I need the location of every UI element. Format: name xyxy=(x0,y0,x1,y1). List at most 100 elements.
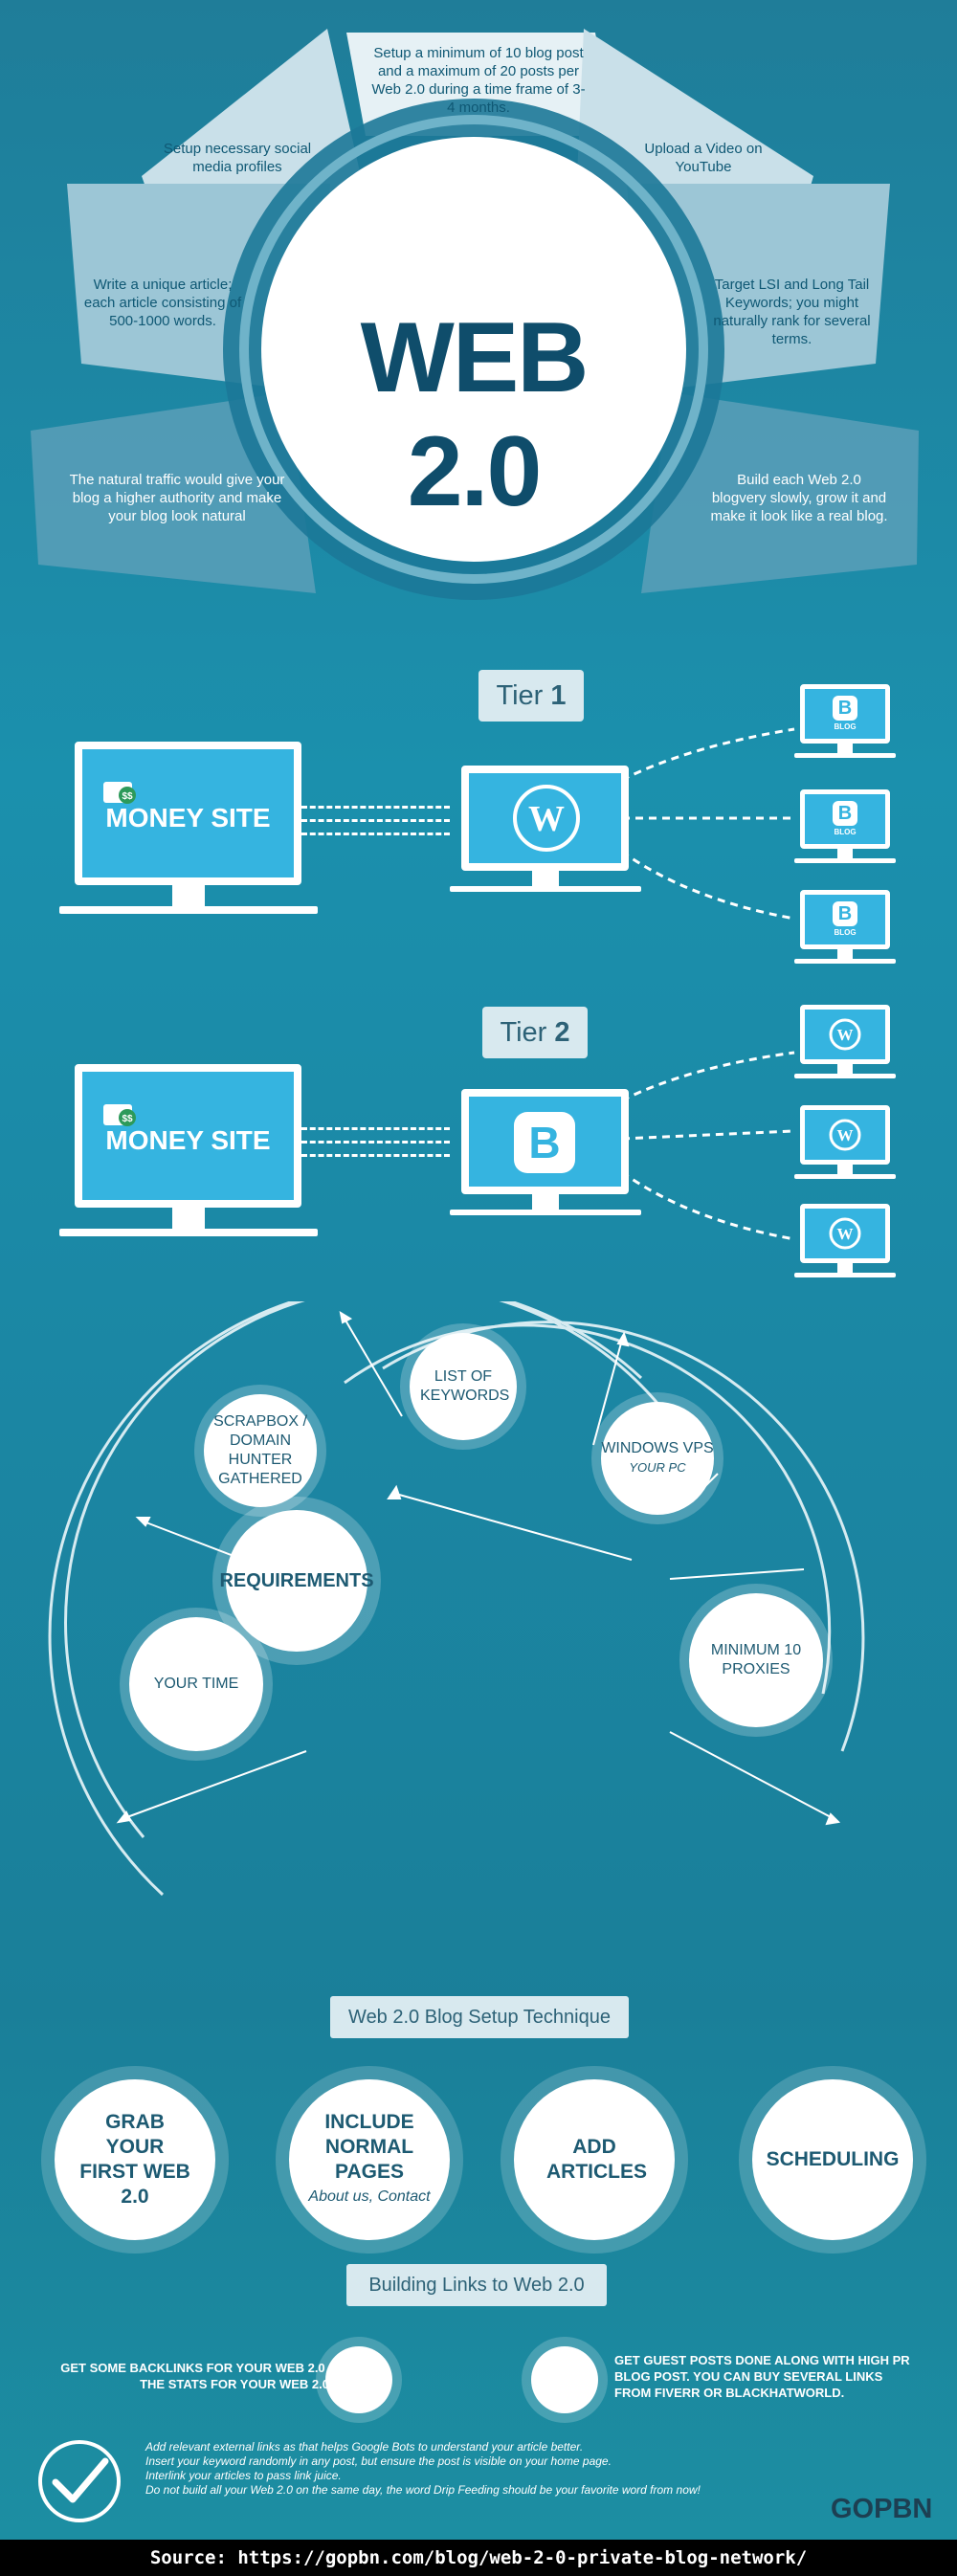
tier2-wp-monitor-2: W xyxy=(794,1105,896,1182)
tier1-money-screen xyxy=(75,742,301,885)
tier2-wp-stand xyxy=(837,1263,853,1273)
req-label: WINDOWS VPS xyxy=(601,1440,714,1456)
tier2-wp-stand xyxy=(837,1165,853,1174)
req-label: MINIMUM 10 PROXIES xyxy=(710,1642,802,1677)
tier2-center-monitor: B xyxy=(450,1089,641,1223)
req-your-time: YOUR TIME xyxy=(129,1617,263,1751)
tier1-blog-stand xyxy=(837,949,853,959)
tier1-blog-monitor-3: B BLOG xyxy=(794,890,896,966)
tier1-center-base xyxy=(450,886,641,892)
wordpress-icon: W xyxy=(828,1017,862,1056)
money-icon: $$ xyxy=(101,778,140,805)
tier2-link-line xyxy=(301,1127,450,1130)
tier1-blog-screen xyxy=(800,890,890,949)
svg-text:$$: $$ xyxy=(122,791,133,802)
tier2-wp-monitor-1: W xyxy=(794,1005,896,1081)
req-label: YOUR TIME xyxy=(153,1676,239,1692)
tips-list: Add relevant external links as that help… xyxy=(145,2440,815,2498)
tier2-center-stand xyxy=(532,1194,559,1210)
tier1-money-dots: ••• xyxy=(279,877,290,888)
tier1-blog-base xyxy=(794,753,896,758)
tier1-label-number: 1 xyxy=(550,680,567,711)
tier1-center-stand xyxy=(532,871,559,886)
links-left-circle xyxy=(325,2346,392,2413)
setup-step-label: SCHEDULING xyxy=(766,2148,900,2170)
tier1-blog-base xyxy=(794,959,896,964)
checkmark-icon xyxy=(38,2440,121,2522)
tier1-label-prefix: Tier xyxy=(496,680,544,711)
tier1-blog-caption: BLOG xyxy=(834,828,857,836)
tier2-branch-lines xyxy=(621,1051,795,1241)
links-left-note: GET SOME BACKLINKS FOR YOUR WEB 2.0 GET … xyxy=(60,2361,354,2391)
petal-upper-left-text: Setup necessary social media profiles xyxy=(163,141,312,175)
setup-step-2: INCLUDE NORMAL PAGES About us, Contact xyxy=(289,2079,450,2240)
tier1-link-line xyxy=(301,806,450,809)
svg-text:W: W xyxy=(528,799,565,839)
tip-item: Do not build all your Web 2.0 on the sam… xyxy=(145,2483,701,2497)
tier1-center-monitor: W xyxy=(450,766,641,899)
money-icon: $$ xyxy=(101,1100,140,1127)
tier2-wp-base xyxy=(794,1273,896,1277)
tier2-money-dots: ••• xyxy=(279,1200,290,1210)
setup-step-4: SCHEDULING xyxy=(752,2079,913,2240)
tier1-branch-lines xyxy=(621,727,795,921)
brand-logo: GOPBN xyxy=(831,2494,933,2524)
tier1-money-site-monitor: $$ MONEY SITE ••• xyxy=(59,742,318,923)
links-heading: Building Links to Web 2.0 xyxy=(346,2264,607,2306)
wordpress-icon: W xyxy=(511,783,582,858)
blogger-icon: B xyxy=(833,696,857,721)
setup-step-sub: About us, Contact xyxy=(308,2188,431,2205)
req-windows-vps: WINDOWS VPS YOUR PC xyxy=(601,1402,714,1515)
tier1-money-site-label: MONEY SITE xyxy=(105,803,271,833)
petal-top-text: Setup a minimum of 10 blog post and a ma… xyxy=(371,45,586,116)
req-minimum-proxies: MINIMUM 10 PROXIES xyxy=(689,1593,823,1727)
setup-step-1: GRAB YOUR FIRST WEB 2.0 xyxy=(55,2079,215,2240)
setup-step-label: ADD ARTICLES xyxy=(546,2136,647,2183)
links-right-note: GET GUEST POSTS DONE ALONG WITH HIGH PR … xyxy=(614,2353,910,2400)
tier1-link-line xyxy=(301,833,450,835)
tier2-wp-stand xyxy=(837,1064,853,1074)
tier2-wp-screen xyxy=(800,1204,890,1263)
tier2-link-line xyxy=(301,1154,450,1157)
tier2-money-screen xyxy=(75,1064,301,1208)
tier2-wp-screen xyxy=(800,1005,890,1064)
tier1-money-stand xyxy=(172,885,205,906)
req-list-of-keywords: LIST OF KEYWORDS xyxy=(410,1333,517,1440)
blogger-icon: B xyxy=(833,801,857,826)
req-sub: YOUR PC xyxy=(629,1460,686,1475)
tier2-center-base xyxy=(450,1210,641,1215)
setup-step-label: GRAB YOUR FIRST WEB 2.0 xyxy=(79,2111,190,2208)
tier1-blog-caption: BLOG xyxy=(834,928,857,937)
requirements-center: REQUIREMENTS xyxy=(219,1510,374,1652)
tier2-money-stand xyxy=(172,1208,205,1229)
source-footer: Source: https://gopbn.com/blog/web-2-0-p… xyxy=(0,2540,957,2576)
req-label: LIST OF KEYWORDS xyxy=(420,1368,510,1404)
main-title: WEB 2.0 xyxy=(360,302,590,527)
tier1-blog-monitor-1: B BLOG xyxy=(794,684,896,761)
tier1-blog-monitor-2: B BLOG xyxy=(794,789,896,866)
blogger-icon: B xyxy=(833,901,857,926)
tier1-blog-base xyxy=(794,858,896,863)
tier1-blog-stand xyxy=(837,849,853,858)
tip-item: Add relevant external links as that help… xyxy=(145,2440,584,2454)
tier2-money-site-monitor: $$ MONEY SITE ••• xyxy=(59,1064,318,1246)
tip-item: Interlink your articles to pass link jui… xyxy=(145,2469,342,2482)
tier2-money-site-label: MONEY SITE xyxy=(105,1125,271,1155)
svg-text:W: W xyxy=(837,1026,854,1044)
blogger-icon: B xyxy=(514,1112,575,1173)
petal-mid-right-text: Target LSI and Long Tail Keywords; you m… xyxy=(713,277,871,347)
petal-low-right xyxy=(641,392,919,593)
petal-low-left-text: The natural traffic would give your blog… xyxy=(69,472,285,524)
petal-low-right-text: Build each Web 2.0 blogvery slowly, grow… xyxy=(710,472,888,524)
wordpress-icon: W xyxy=(828,1216,862,1255)
main-circle-ring xyxy=(239,115,708,584)
petal-mid-left-text: Write a unique article; each article con… xyxy=(83,277,242,329)
tier2-label-number: 2 xyxy=(554,1017,570,1048)
wordpress-icon: W xyxy=(828,1118,862,1157)
svg-text:W: W xyxy=(837,1126,854,1144)
tier2-label-prefix: Tier xyxy=(500,1017,547,1048)
svg-text:$$: $$ xyxy=(122,1114,133,1124)
petal-upper-right-text: Upload a Video on YouTube xyxy=(644,141,763,175)
tier1-blog-stand xyxy=(837,744,853,753)
requirements-center-label: REQUIREMENTS xyxy=(219,1570,374,1591)
